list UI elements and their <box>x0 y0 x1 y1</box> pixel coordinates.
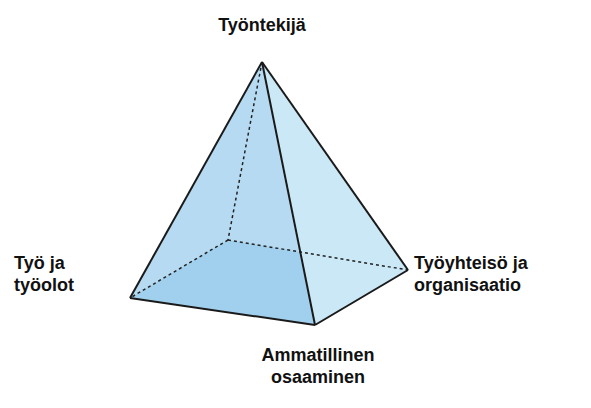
visible-edges <box>130 62 408 325</box>
vertex-label: Työyhteisö ja organisaatio <box>414 252 564 296</box>
apex-label: Työntekijä <box>182 14 342 36</box>
pyramid-right-face <box>262 62 408 325</box>
vertex-label: Ammatillinen osaaminen <box>243 344 393 388</box>
vertex-label: Työ ja työolot <box>14 252 94 296</box>
